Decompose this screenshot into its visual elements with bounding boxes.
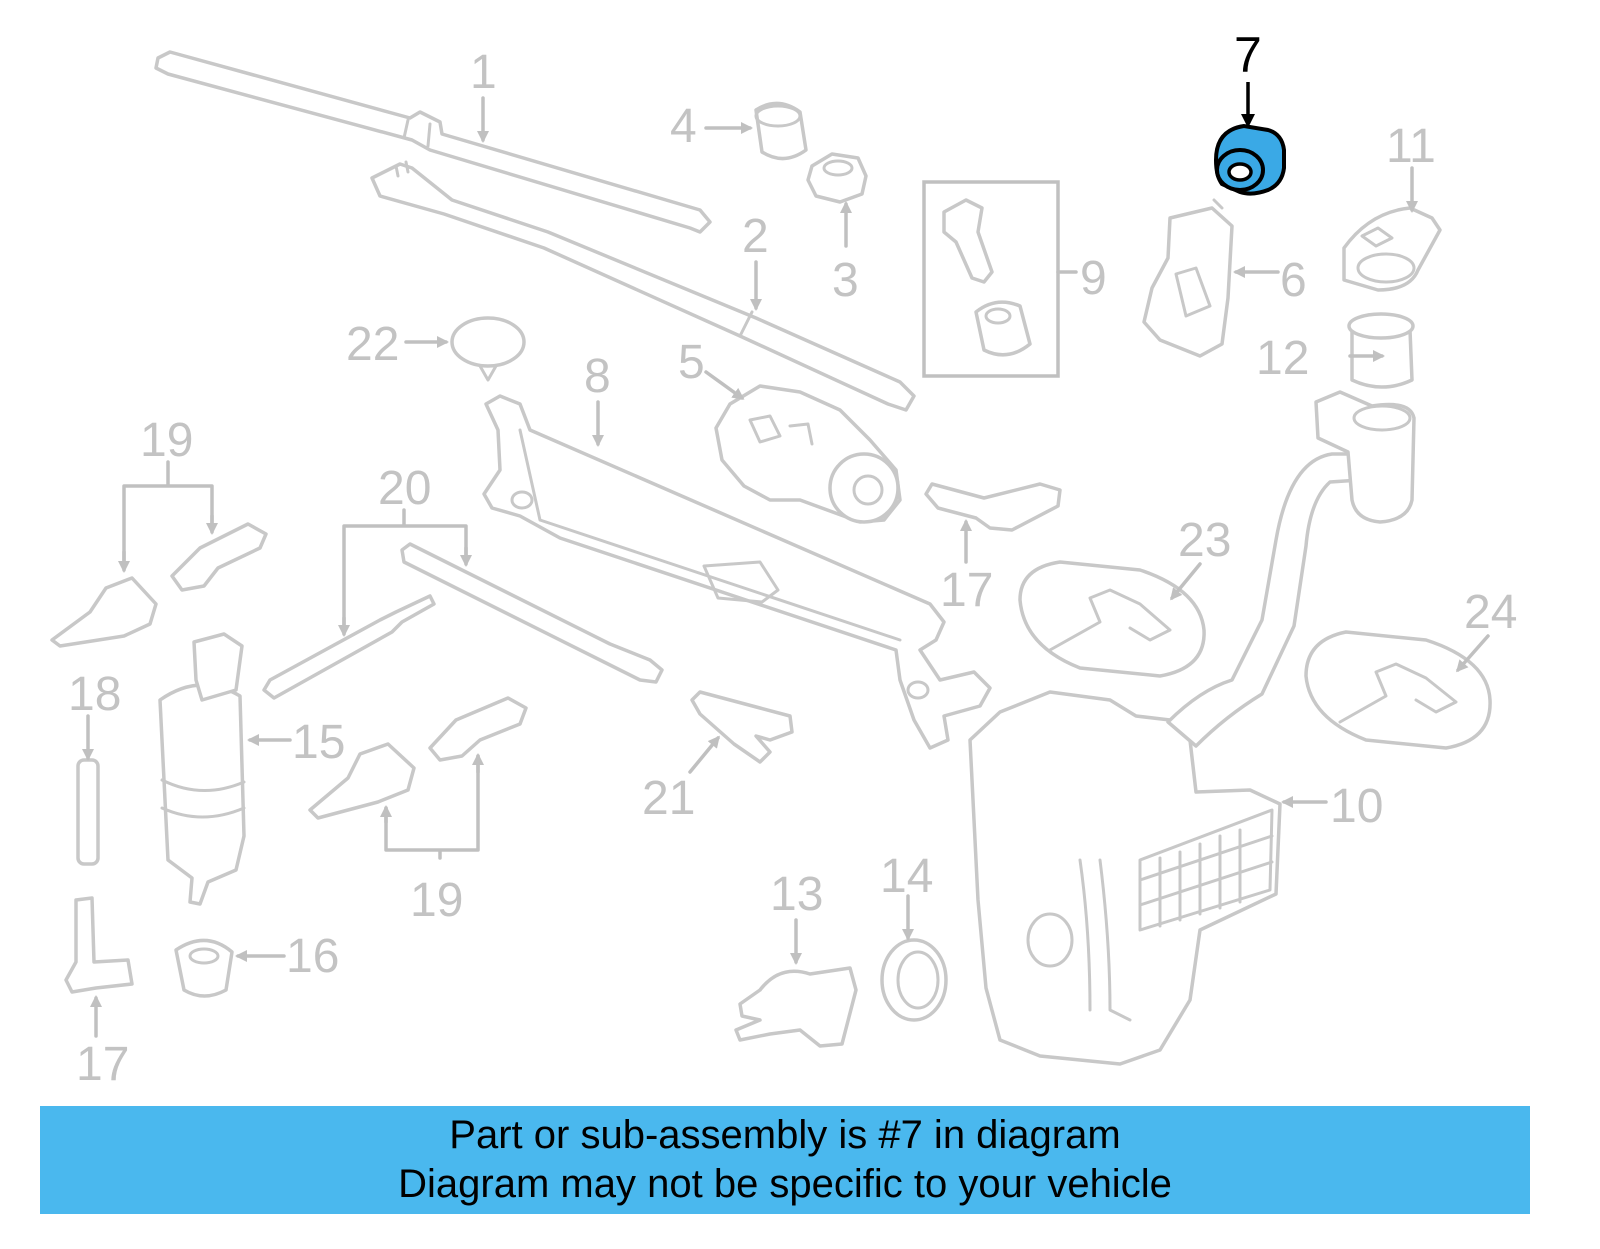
callout-15: 15	[292, 716, 345, 769]
banner-line-2: Diagram may not be specific to your vehi…	[398, 1162, 1172, 1206]
part-6-bracket	[1142, 198, 1234, 358]
leader-lines	[82, 82, 1490, 1038]
callout-19-upper: 19	[140, 414, 193, 467]
part-15-pump	[158, 632, 246, 906]
callout-16: 16	[286, 930, 339, 983]
part-24-nozzle-plate	[1304, 630, 1492, 750]
part-17-elbow-upper	[924, 482, 1062, 532]
callout-9: 9	[1080, 252, 1107, 305]
callout-11: 11	[1386, 120, 1436, 173]
callout-20: 20	[378, 462, 431, 515]
callout-1: 1	[470, 46, 497, 99]
part-14-seal	[880, 938, 948, 1022]
part-23-nozzle-plate	[1018, 560, 1206, 678]
callout-23: 23	[1178, 514, 1231, 567]
info-banner: Part or sub-assembly is #7 in diagram Di…	[40, 1106, 1530, 1214]
part-10-reservoir	[968, 690, 1282, 1066]
part-11-cover	[1342, 206, 1442, 292]
part-3-nut	[806, 152, 868, 204]
callout-18: 18	[68, 668, 121, 721]
callout-3: 3	[832, 254, 859, 307]
callout-22: 22	[346, 318, 399, 371]
callout-14: 14	[880, 850, 933, 903]
part-21-connector	[690, 690, 794, 764]
part-4-cap	[754, 101, 808, 161]
callout-21: 21	[642, 772, 695, 825]
part-9-kit	[922, 180, 1060, 378]
callout-8: 8	[584, 350, 611, 403]
part-19-nozzles-upper	[50, 522, 268, 648]
callout-6: 6	[1280, 254, 1307, 307]
callout-2: 2	[742, 210, 769, 263]
callout-19-lower: 19	[410, 874, 463, 927]
callout-17-upper: 17	[940, 564, 993, 617]
callout-4: 4	[670, 100, 697, 153]
part-7-bushing-highlighted	[1213, 123, 1286, 196]
part-17-fitting-lower	[64, 896, 134, 994]
part-16-grommet	[174, 938, 234, 998]
part-2-wiper-arm	[370, 160, 916, 412]
part-13-pump-unit	[734, 966, 858, 1048]
callout-13: 13	[770, 868, 823, 921]
callout-24: 24	[1464, 586, 1517, 639]
callout-numbers: 1 2 3 4 5 6 7 8 9 10 11 12 13 14 15 16 1…	[68, 27, 1517, 1091]
callout-7: 7	[1234, 27, 1262, 83]
callout-5: 5	[678, 336, 705, 389]
part-1-wiper-blade	[154, 50, 712, 234]
callout-10: 10	[1330, 780, 1383, 833]
callout-12: 12	[1256, 332, 1309, 385]
part-19-nozzles-lower	[308, 696, 528, 820]
part-18-hose	[76, 758, 100, 866]
banner-line-1: Part or sub-assembly is #7 in diagram	[449, 1113, 1121, 1157]
part-12-cap	[1347, 312, 1415, 389]
part-20-rods	[262, 542, 664, 700]
part-22-grommet	[450, 316, 526, 382]
callout-17-lower: 17	[76, 1038, 129, 1091]
part-5-motor	[714, 384, 902, 524]
part-8-linkage	[482, 394, 992, 750]
filler-neck-hose	[1166, 390, 1416, 748]
